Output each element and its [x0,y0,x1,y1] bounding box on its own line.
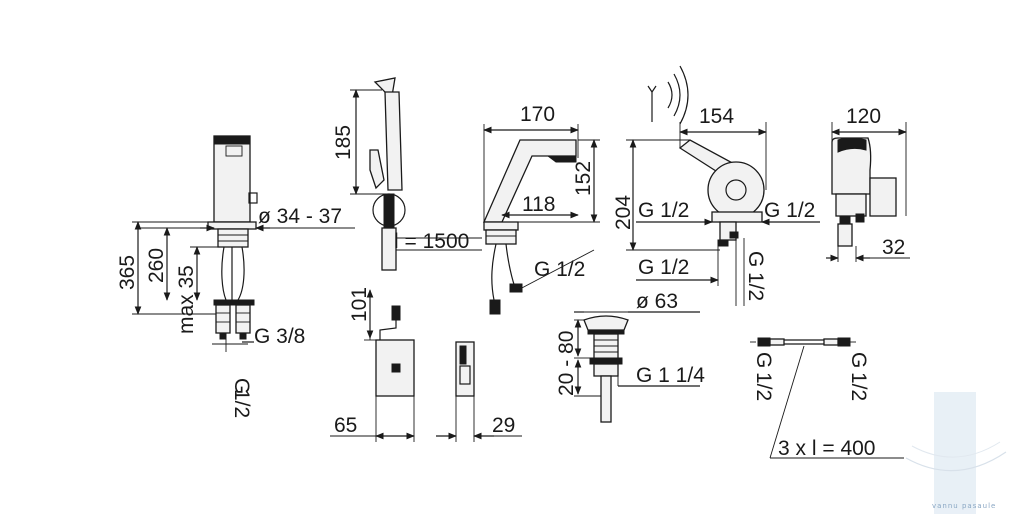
faucet-bottom-thread-g: G [230,378,253,394]
thermostat-height-label: 204 [612,195,635,230]
watermark-text: vannu pasaule [932,502,996,510]
sensor-box-width-label: 65 [334,414,357,437]
faucet-max-height-label: max 35 [175,265,198,334]
hose-length-label: l = 1500 [394,230,469,253]
thermostat-right-thread-label: G 1/2 [764,199,815,222]
faucet-body-height-label: 260 [145,248,168,283]
sensor-cable-length-label: 101 [348,287,371,322]
spout-height-label: 152 [572,161,595,196]
sensor-box-drawing [330,289,522,442]
thermostat-bottom-thread-label: G 1/2 [638,256,689,279]
basin-spout-drawing [483,124,600,315]
thermostat-vertical-thread-g: G [744,251,767,267]
connection-hose-drawing [750,337,904,459]
faucet-side-thread-label: G 3/8 [254,325,305,348]
wall-valve-width-label: 120 [846,105,881,128]
hand-shower-height-label: 185 [332,125,355,160]
wall-valve-depth-label: 32 [882,236,905,259]
spout-width-label: 170 [520,103,555,126]
thermostat-left-thread-label: G 1/2 [638,199,689,222]
hose-right-thread-size: 1/2 [847,372,870,401]
waste-thread-label: G 1 1/4 [636,364,705,387]
watermark-logo [905,392,1007,514]
thermostat-width-label: 154 [699,105,734,128]
thermostat-vertical-thread-size: 1/2 [744,272,767,301]
wall-valve-drawing [826,122,910,262]
sensor-box-depth-label: 29 [492,414,515,437]
spout-reach-label: 118 [522,193,555,216]
hose-left-thread-g: G [752,352,775,368]
hose-left-thread-size: 1/2 [752,372,775,401]
faucet-diameter-label: ø 34 - 37 [258,205,342,228]
waste-diameter-label: ø 63 [636,290,678,313]
waste-height-range-label: 20 - 80 [555,331,578,396]
thermostat-drawing [626,65,820,306]
spout-thread-label: G 1/2 [534,258,585,281]
faucet-bottom-thread-size: 1/2 [230,389,253,418]
waste-valve-drawing [574,311,700,423]
hose-set-spec-label: 3 x l = 400 [778,437,875,460]
hand-shower-drawing [350,77,482,271]
faucet-total-height-label: 365 [116,255,139,290]
sensor-faucet-drawing [132,135,355,352]
hose-right-thread-g: G [847,352,870,368]
